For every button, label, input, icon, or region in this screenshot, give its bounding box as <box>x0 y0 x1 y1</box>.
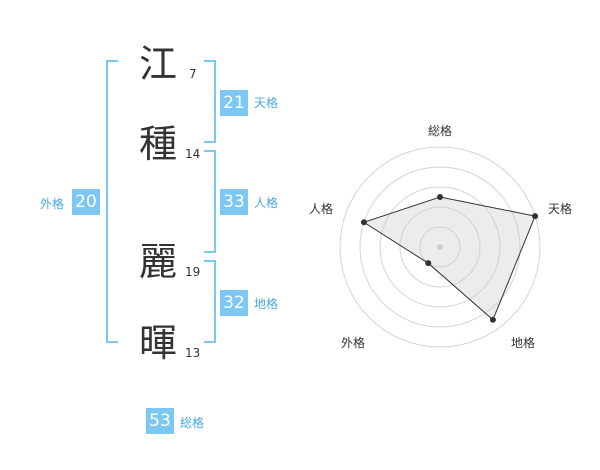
jinkaku-value: 33 <box>220 189 248 215</box>
stroke-count-4: 13 <box>185 346 201 360</box>
jinkaku-bracket <box>204 150 216 253</box>
radar-point-3 <box>425 260 432 267</box>
name-char-1: 江 <box>138 42 177 86</box>
chikaku-label: 地格 <box>254 297 279 311</box>
radar-axis-label-soukaku: 総格 <box>428 124 453 138</box>
jinkaku-label: 人格 <box>254 196 279 210</box>
chikaku-bracket <box>204 260 216 343</box>
radar-point-4 <box>360 219 367 226</box>
tenkaku-label: 天格 <box>254 96 279 110</box>
radar-point-1 <box>532 213 539 220</box>
gaikaku-value: 20 <box>72 189 100 215</box>
stroke-count-3: 19 <box>185 265 201 279</box>
soukaku-label: 総格 <box>180 416 205 430</box>
radar-ring-1 <box>419 226 461 268</box>
gaikaku-label: 外格 <box>40 197 65 211</box>
radar-point-2 <box>489 316 496 323</box>
name-char-2: 種 <box>138 122 177 166</box>
radar-center-dot <box>437 244 443 250</box>
radar-ring-4 <box>359 166 521 328</box>
tenkaku-value: 21 <box>220 90 248 116</box>
radar-axis-label-jinkaku: 人格 <box>309 202 334 216</box>
stroke-count-2: 14 <box>185 147 201 161</box>
name-char-4: 暉 <box>138 321 177 365</box>
name-char-3: 麗 <box>138 240 177 284</box>
radar-axis-label-gaikaku: 外格 <box>341 336 366 350</box>
soukaku-value: 53 <box>146 408 174 434</box>
stroke-count-1: 7 <box>189 67 197 81</box>
radar-ring-2 <box>399 206 481 288</box>
radar-axis-label-tenkaku: 天格 <box>548 202 573 216</box>
tenkaku-bracket <box>204 60 216 143</box>
chikaku-value: 32 <box>220 290 248 316</box>
radar-ring-5 <box>339 146 541 348</box>
radar-ring-3 <box>379 186 501 308</box>
radar-point-0 <box>437 194 443 200</box>
radar-polygon <box>362 196 536 321</box>
radar-axis-label-chikaku: 地格 <box>511 336 536 350</box>
gaikaku-bracket <box>106 60 118 343</box>
